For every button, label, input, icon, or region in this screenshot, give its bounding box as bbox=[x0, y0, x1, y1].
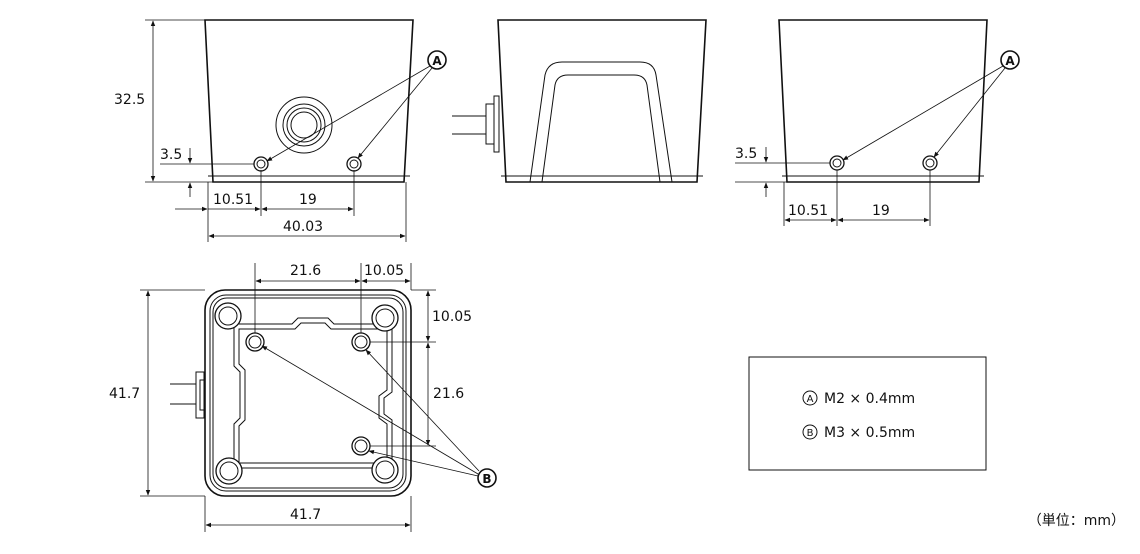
front-hole-offset-dim: 3.5 bbox=[160, 147, 182, 163]
bottom-hole-b-top-right bbox=[351, 332, 371, 352]
bottom-corner-hole-bl bbox=[215, 457, 243, 485]
front-view: A 32.5 3.5 10.51 19 40.03 bbox=[114, 19, 447, 242]
bottom-top-spacing-dim: 21.6 bbox=[290, 263, 321, 279]
front-callout-a-circle bbox=[427, 50, 447, 70]
front-body-outline bbox=[204, 19, 414, 183]
front-leader-a-right bbox=[357, 67, 433, 159]
front-hole-spacing-dim: 19 bbox=[299, 192, 317, 208]
bottom-top-right-offset-dim: 10.05 bbox=[364, 263, 404, 279]
bottom-hole-b-bottom-right bbox=[351, 436, 371, 456]
bottom-leader-b-top-right bbox=[365, 349, 480, 472]
bottom-label-area bbox=[233, 317, 393, 469]
bottom-connector-plate bbox=[199, 379, 206, 411]
bottom-leader-b-bottom-right bbox=[368, 449, 479, 477]
bottom-right-top-offset-dim: 10.05 bbox=[432, 309, 472, 325]
bottom-width-dim: 41.7 bbox=[290, 507, 321, 523]
bottom-height-dim: 41.7 bbox=[109, 386, 140, 402]
right-hole-spacing-dim: 19 bbox=[872, 203, 890, 219]
legend-b-text: M3 × 0.5mm bbox=[824, 425, 915, 441]
legend-b-symbol: B bbox=[807, 428, 814, 439]
right-body-outline bbox=[778, 19, 988, 183]
bottom-connector-flange bbox=[195, 371, 205, 419]
bottom-leader-b-left bbox=[261, 345, 479, 475]
right-callout-a-circle bbox=[1000, 50, 1020, 70]
right-hole-right bbox=[922, 155, 938, 171]
bottom-inner-outline bbox=[212, 297, 404, 489]
side-arch-inner bbox=[541, 74, 661, 183]
right-callout-a-label: A bbox=[1005, 54, 1015, 68]
front-hole-left bbox=[253, 156, 269, 172]
cable-connector-plate bbox=[493, 95, 500, 153]
bottom-callout-b-circle bbox=[477, 468, 497, 488]
unit-note: （単位：mm） bbox=[1028, 513, 1125, 529]
bottom-view: B 21.6 10.05 10.05 21.6 41.7 41.7 bbox=[109, 263, 497, 532]
bottom-label-area-inner bbox=[238, 322, 388, 464]
side-body-outline bbox=[497, 19, 707, 183]
bottom-hole-b-left bbox=[245, 332, 265, 352]
front-hole-right bbox=[346, 156, 362, 172]
front-left-offset-dim: 10.51 bbox=[213, 192, 253, 208]
right-leader-a-right bbox=[933, 67, 1006, 158]
bottom-corner-hole-tl bbox=[214, 302, 242, 330]
front-width-dim: 40.03 bbox=[283, 219, 323, 235]
legend-b-symbol-circle bbox=[802, 424, 818, 440]
front-leader-a-left bbox=[266, 65, 431, 162]
front-callout-a-label: A bbox=[432, 54, 442, 68]
legend-a-symbol-circle bbox=[802, 390, 818, 406]
front-height-dim: 32.5 bbox=[114, 92, 145, 108]
side-arch-outer bbox=[529, 61, 673, 183]
right-hole-offset-dim: 3.5 bbox=[735, 146, 757, 162]
right-leader-a-left bbox=[842, 65, 1004, 161]
legend-box: A M2 × 0.4mm B M3 × 0.5mm bbox=[748, 356, 987, 471]
bottom-right-spacing-dim: 21.6 bbox=[433, 386, 464, 402]
legend-a-text: M2 × 0.4mm bbox=[824, 391, 915, 407]
bottom-callout-b-label: B bbox=[482, 472, 491, 486]
cable-connector-flange bbox=[485, 103, 495, 145]
front-knob bbox=[275, 96, 333, 154]
right-left-offset-dim: 10.51 bbox=[788, 203, 828, 219]
right-hole-left bbox=[829, 155, 845, 171]
side-view-cable bbox=[452, 19, 707, 183]
bottom-corner-hole-tr bbox=[371, 304, 399, 332]
bottom-corner-hole-br bbox=[371, 456, 399, 484]
legend-a-symbol: A bbox=[807, 394, 814, 405]
right-side-view: A 3.5 10.51 19 bbox=[735, 19, 1020, 226]
